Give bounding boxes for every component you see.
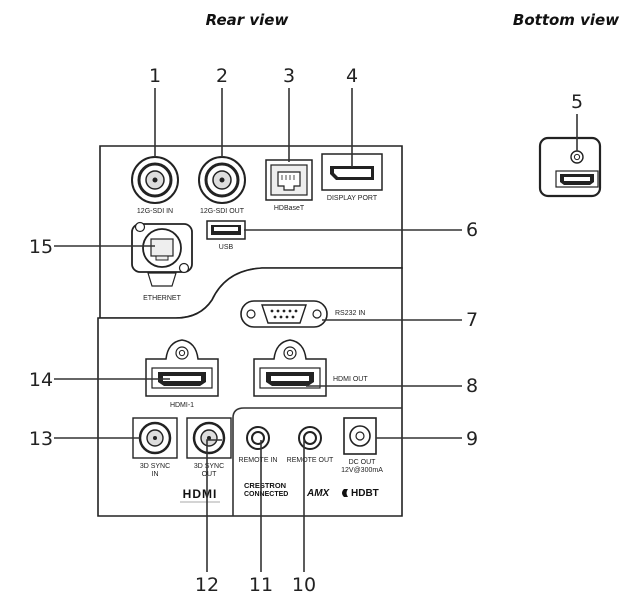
control-plate-outline: [232, 407, 402, 516]
remote-out-label: REMOTE OUT: [287, 457, 334, 464]
hdmi1-connector: [145, 339, 219, 397]
sync-in-label-line2: IN: [152, 471, 159, 478]
crestron-logo-line1: CRESTRON: [244, 481, 286, 490]
hdbaset-connector: [265, 159, 313, 201]
callout-5: 5: [571, 91, 583, 113]
usb-label: USB: [219, 244, 234, 251]
ethernet-label: ETHERNET: [143, 295, 181, 302]
hdmi-logo: HDMI: [183, 487, 218, 501]
sync-out-label-line1: 3D SYNC: [194, 463, 224, 470]
callout-12: 12: [195, 574, 219, 596]
remote-in-label: REMOTE IN: [239, 457, 278, 464]
callout-1: 1: [149, 65, 161, 87]
crestron-logo-line2: CONNECTED: [244, 491, 288, 498]
leader-line-12: [206, 439, 222, 572]
sync-out-label-line2: OUT: [202, 471, 218, 478]
callout-15: 15: [29, 236, 53, 258]
callout-8: 8: [466, 375, 478, 397]
rs232-connector: [240, 300, 328, 328]
callout-3: 3: [283, 65, 295, 87]
sdi-out-connector: [198, 156, 246, 204]
usb-connector: [206, 220, 246, 240]
hdmi-out-connector: [253, 339, 327, 397]
sync-in-label-line1: 3D SYNC: [140, 463, 170, 470]
hdbt-logo: HDBT: [351, 488, 379, 499]
remote-out-connector: [298, 426, 322, 450]
bottom-hdmi-connector: [538, 136, 602, 198]
sdi-out-label: 12G-SDI OUT: [200, 208, 245, 215]
callout-14: 14: [29, 369, 53, 391]
hdbt-logo-mark: [342, 489, 348, 497]
amx-logo: AMX: [306, 488, 331, 499]
rear-view-title: Rear view: [206, 11, 289, 29]
callout-11: 11: [249, 574, 273, 596]
sync-out-connector: [186, 417, 232, 459]
dc-out-connector: [343, 417, 377, 455]
callout-13: 13: [29, 428, 53, 450]
sdi-in-label: 12G-SDI IN: [137, 208, 173, 215]
callout-7: 7: [466, 309, 478, 331]
rs232-label: RS232 IN: [335, 310, 365, 317]
ethernet-connector: [131, 221, 193, 287]
dc-out-label-line2: 12V@300mA: [341, 467, 383, 474]
sync-in-connector: [132, 417, 178, 459]
callout-10: 10: [292, 574, 316, 596]
hdmi-out-label: HDMI OUT: [333, 376, 368, 383]
displayport-label: DISPLAY PORT: [327, 195, 378, 202]
remote-in-connector: [246, 426, 270, 450]
callout-9: 9: [466, 428, 478, 450]
dc-out-label-line1: DC OUT: [349, 459, 377, 466]
callout-4: 4: [346, 65, 358, 87]
hdmi1-label: HDMI-1: [170, 402, 194, 409]
bottom-view-title: Bottom view: [513, 11, 619, 29]
callout-2: 2: [216, 65, 228, 87]
callout-6: 6: [466, 219, 478, 241]
sdi-in-connector: [131, 156, 179, 204]
hdbaset-label: HDBaseT: [274, 205, 305, 212]
